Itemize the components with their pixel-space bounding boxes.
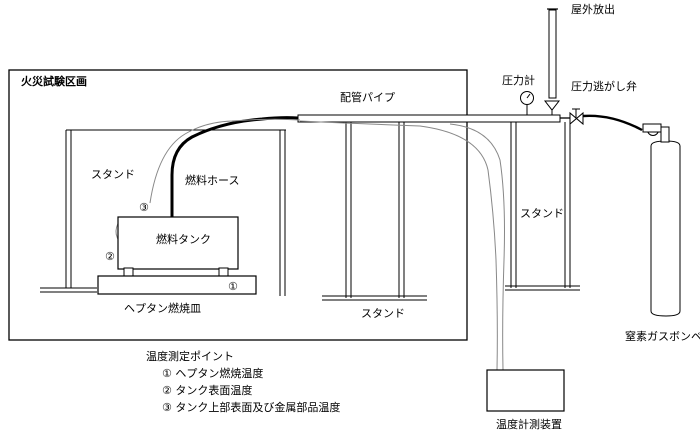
stand-right [505,122,580,291]
heptane-pan-label: ヘプタン燃焼皿 [124,302,201,315]
main-pipe [297,114,561,123]
measurement-legend: 温度測定ポイント ① ヘプタン燃焼温度 ② タンク表面温度 ③ タンク上部表面及… [146,348,340,416]
outdoor-release-label: 屋外放出 [571,3,615,16]
legend-item: ① ヘプタン燃焼温度 [162,367,264,380]
marker-3: ③ [139,201,149,214]
fuel-hose [170,116,299,218]
pipe-to-cylinder [582,114,643,132]
relief-valve-symbol [543,100,561,115]
temp-device-label: 温度計測装置 [496,418,562,431]
nitrogen-cylinder-label: 窒素ガスボンベ [625,330,700,343]
stand-middle-label: スタンド [361,307,405,320]
relief-valve-label: 圧力逃がし弁 [571,80,637,93]
temp-device-box [486,369,565,412]
heptane-pan-body [97,275,257,295]
stand-middle [322,122,427,301]
fuel-tank-label: 燃料タンク [156,233,211,246]
stand-left [40,129,286,296]
fuel-hose-label: 燃料ホース [185,174,240,187]
legend-title: 温度測定ポイント [146,350,234,363]
marker-1: ① [228,280,238,293]
stand-right-label: スタンド [520,207,564,220]
pressure-gauge-symbol [520,91,534,115]
pressure-gauge-label: 圧力計 [502,74,535,87]
fire-test-area-label: 火災試験区画 [21,75,87,88]
nitrogen-cylinder-symbol [642,123,681,317]
pipe-valve-symbol [569,108,584,126]
fire-test-area-boundary [8,69,468,341]
legend-item: ③ タンク上部表面及び金属部品温度 [162,401,341,414]
fuel-tank-body [117,216,239,270]
legend-item: ② タンク表面温度 [162,384,253,397]
marker-2: ② [105,250,115,263]
piping-label: 配管パイプ [340,91,395,104]
release-pipe [548,9,557,99]
stand-left-label: スタンド [91,168,135,181]
